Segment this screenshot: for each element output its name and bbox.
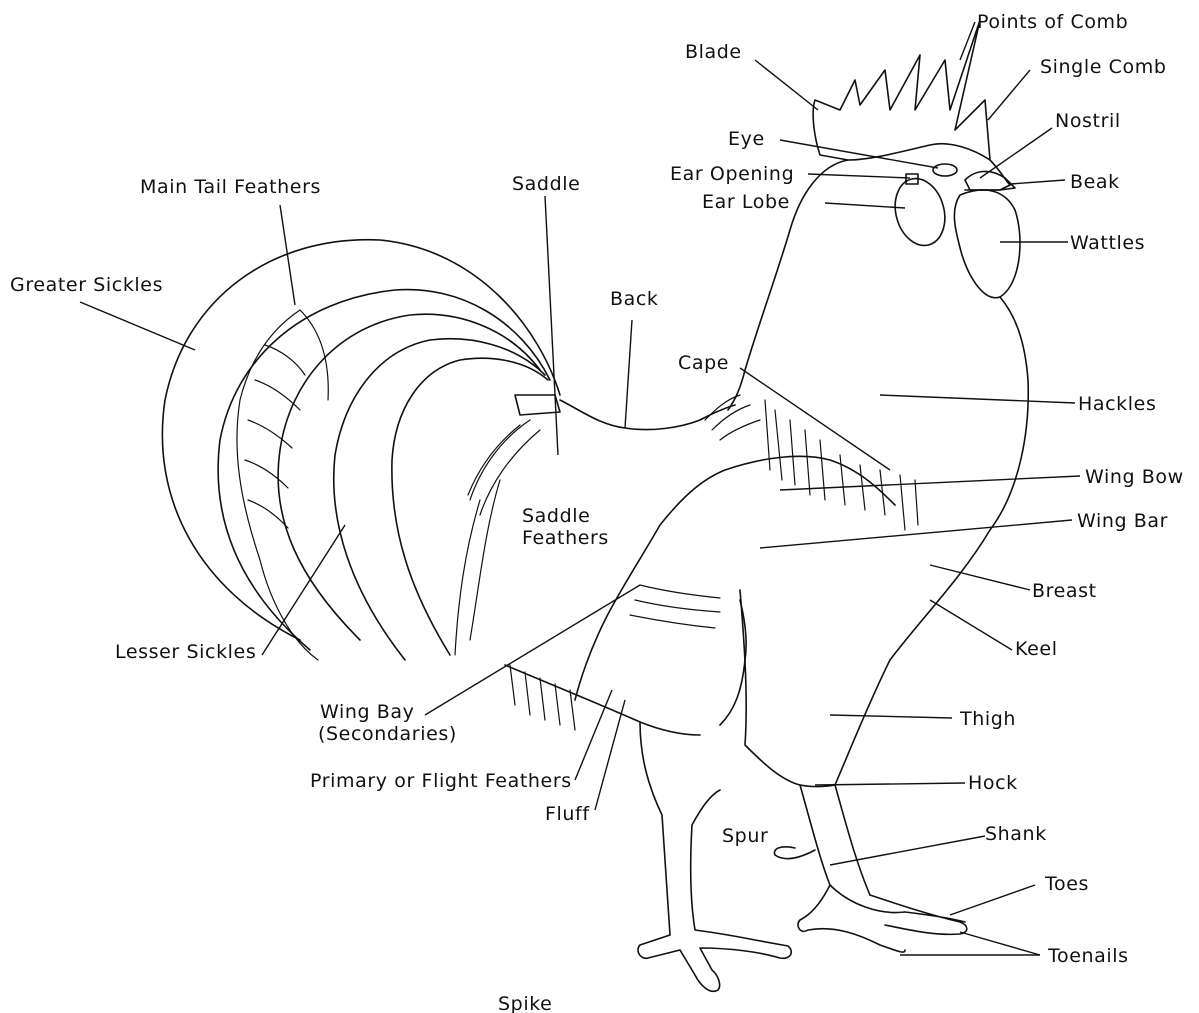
leader-back (625, 320, 632, 428)
leader-fluff (595, 700, 625, 810)
leader-wing-bay (425, 585, 640, 715)
leader-wing-bow (780, 476, 1080, 490)
leader-saddle (545, 196, 558, 455)
label-nostril: Nostril (1055, 110, 1121, 132)
leader-hock (815, 783, 965, 785)
label-shank: Shank (985, 823, 1047, 845)
label-main-tail-feathers: Main Tail Feathers (140, 176, 321, 198)
leader-thigh (830, 715, 952, 718)
label-hock: Hock (968, 772, 1018, 794)
leader-toes (950, 885, 1035, 915)
wing-outline (575, 456, 895, 725)
label-single-comb: Single Comb (1040, 56, 1167, 78)
label-blade: Blade (685, 41, 742, 63)
label-spike: Spike (498, 993, 552, 1013)
near-shank-back (835, 785, 870, 895)
far-leg (638, 722, 791, 991)
label-keel: Keel (1015, 638, 1058, 660)
leader-wing-bar (760, 520, 1072, 548)
lesser-sickle-2 (334, 339, 545, 660)
secondary-feathers (510, 585, 720, 730)
label-ear-opening: Ear Opening (670, 163, 794, 185)
label-back: Back (610, 288, 659, 310)
label-lesser-sickles: Lesser Sickles (115, 641, 256, 663)
back-outline (560, 400, 735, 430)
label-wattles: Wattles (1070, 232, 1145, 254)
label-wing-bow: Wing Bow (1085, 466, 1184, 488)
label-points-of-comb: Points of Comb (977, 11, 1128, 33)
label-eye: Eye (728, 128, 765, 150)
underbody-outline (505, 665, 700, 735)
leader-blade (755, 60, 818, 110)
leader-hackles (880, 395, 1075, 403)
leader-nostril (980, 128, 1052, 178)
leader-single-comb (988, 70, 1030, 120)
greater-sickle-inner (218, 290, 550, 650)
saddle-shape (515, 395, 560, 415)
label-saddle-feathers-line1: Saddle (522, 505, 590, 527)
comb-shape (813, 20, 990, 160)
leader-breast (930, 565, 1030, 590)
beak-shape (965, 171, 1015, 190)
label-saddle-feathers-line2: Feathers (522, 527, 609, 549)
label-toenails: Toenails (1047, 945, 1129, 967)
label-wing-bar: Wing Bar (1077, 510, 1168, 532)
spur-shape (774, 847, 815, 859)
wattle-shape (954, 190, 1020, 298)
label-cape: Cape (678, 352, 729, 374)
leader-cape (740, 368, 890, 470)
label-breast: Breast (1032, 580, 1097, 602)
near-toes (798, 885, 967, 952)
label-fluff: Fluff (545, 803, 590, 825)
label-saddle: Saddle (512, 173, 580, 195)
near-shank (800, 785, 905, 913)
label-wing-bay-line2: (Secondaries) (318, 723, 457, 745)
label-toes: Toes (1044, 873, 1089, 895)
eye-shape (933, 164, 957, 176)
leader-eye (780, 140, 938, 168)
label-hackles: Hackles (1078, 393, 1156, 415)
label-spur: Spur (722, 825, 768, 847)
leader-beak (1010, 180, 1065, 184)
leader-keel (930, 600, 1012, 650)
leader-main-tail (280, 205, 295, 305)
label-ear-lobe: Ear Lobe (702, 191, 790, 213)
rooster-outline (162, 20, 1028, 991)
lesser-sickle-1 (278, 314, 540, 640)
label-primary-feathers: Primary or Flight Feathers (310, 770, 572, 792)
wing-bow-feathers (765, 400, 918, 530)
leader-greater-sickles (80, 302, 195, 350)
label-greater-sickles: Greater Sickles (10, 274, 163, 296)
label-beak: Beak (1070, 171, 1120, 193)
labels: Points of Comb Blade Single Comb Nostril… (10, 11, 1184, 1013)
leader-lesser-sickles (262, 525, 345, 655)
label-wing-bay-line1: Wing Bay (320, 701, 415, 723)
greater-sickle-outer (162, 240, 560, 640)
label-thigh: Thigh (959, 708, 1016, 730)
thigh-outline (740, 590, 835, 787)
ear-lobe-shape (888, 173, 952, 251)
leader-ear-opening (808, 174, 910, 178)
main-tail-feathers (237, 310, 328, 660)
leader-toenails-1 (960, 932, 1040, 955)
leader-ear-lobe (825, 203, 905, 208)
